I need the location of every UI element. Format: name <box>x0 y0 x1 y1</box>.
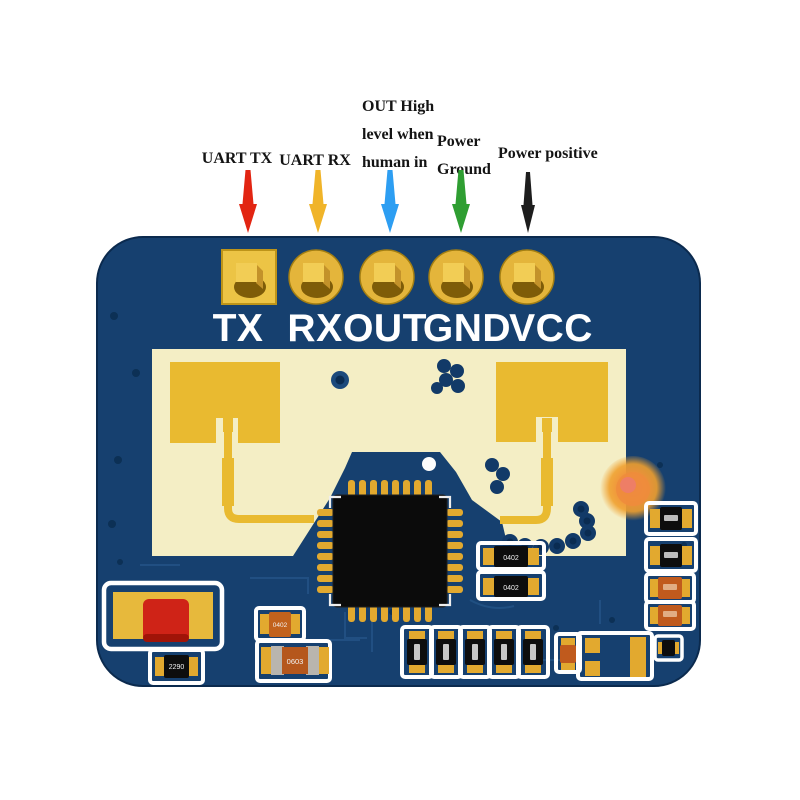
pad-out <box>359 249 415 305</box>
right-cap-2 <box>644 600 696 631</box>
marking-res-a: 0402 <box>503 555 519 562</box>
pin-label-vcc: VCC <box>509 307 593 350</box>
small-resistor-corner <box>653 634 684 662</box>
svg-text:Power: Power <box>437 133 481 150</box>
label-power-ground: Power Ground <box>437 133 491 178</box>
pin-labels: TX RX OUT GND VCC <box>213 307 593 350</box>
row-resistor <box>458 625 492 679</box>
label-out-high: OUT High level when human in <box>362 98 434 171</box>
svg-text:level when: level when <box>362 126 434 143</box>
right-column-components <box>644 501 698 631</box>
marking-2290: 2290 <box>169 664 185 671</box>
annotation-arrows <box>239 170 535 233</box>
antenna-feed-left-wide <box>222 458 234 506</box>
ic-footprint <box>576 631 654 681</box>
resistor-bottom-left: 2290 <box>148 648 205 685</box>
row-resistor <box>516 625 550 679</box>
via-cluster-top <box>431 359 465 394</box>
marking-0603: 0603 <box>287 657 304 666</box>
pad-rx <box>288 249 344 305</box>
pcb-board: TX RX OUT GND VCC <box>96 236 701 687</box>
board-traces <box>140 564 601 674</box>
antenna-patch-left <box>170 362 280 443</box>
via-cluster-chip <box>485 458 510 494</box>
via-ring <box>331 371 349 389</box>
arrow-out <box>381 170 399 233</box>
resistor-row <box>400 625 550 679</box>
pin-label-rx: RX <box>287 307 342 350</box>
marking-0402: 0402 <box>273 622 288 629</box>
resistor-near-chip-2: 0402 <box>476 570 546 601</box>
pin1-dot <box>422 457 436 471</box>
arrow-ground <box>452 170 470 233</box>
pin-label-out: OUT <box>343 307 427 350</box>
chip-pins <box>317 480 463 622</box>
main-chip <box>317 457 463 622</box>
power-inductor <box>101 580 225 652</box>
resistor-near-chip-1: 0402 <box>476 541 546 571</box>
pin-label-gnd: GND <box>423 307 511 350</box>
arrow-uart-rx <box>309 170 327 233</box>
label-uart-tx: UART TX <box>202 150 273 167</box>
antenna-feed-right <box>500 424 551 524</box>
chip-corner-marks <box>328 495 452 607</box>
pin-pads <box>221 249 555 305</box>
marking-res-b: 0402 <box>503 585 519 592</box>
right-resistor-2 <box>644 537 698 573</box>
cap-0603: 0603 <box>255 639 332 683</box>
cap-vertical-small <box>554 632 582 674</box>
status-led <box>600 456 666 522</box>
chip-body <box>332 494 448 608</box>
pin-label-tx: TX <box>213 307 264 350</box>
row-resistor <box>487 625 521 679</box>
antenna-feed-right-wide <box>541 458 553 506</box>
pad-vcc <box>499 249 555 305</box>
svg-text:human in: human in <box>362 154 427 171</box>
right-cap-1 <box>644 572 696 604</box>
arrow-uart-tx <box>239 170 257 233</box>
arrow-vcc <box>521 172 535 233</box>
pad-gnd <box>428 249 484 305</box>
antenna-patch-right <box>496 362 608 442</box>
pad-tx <box>221 249 277 305</box>
label-power-positive: Power positive <box>498 145 598 162</box>
smd-components: 2290 0402 0603 <box>101 501 698 685</box>
label-uart-rx: UART RX <box>279 152 351 169</box>
antenna-feed-left <box>224 424 314 523</box>
annotation-labels: UART TX UART RX OUT High level when huma… <box>202 98 598 178</box>
svg-text:Ground: Ground <box>437 161 491 178</box>
svg-text:OUT High: OUT High <box>362 98 434 115</box>
right-resistor-1 <box>644 501 698 536</box>
